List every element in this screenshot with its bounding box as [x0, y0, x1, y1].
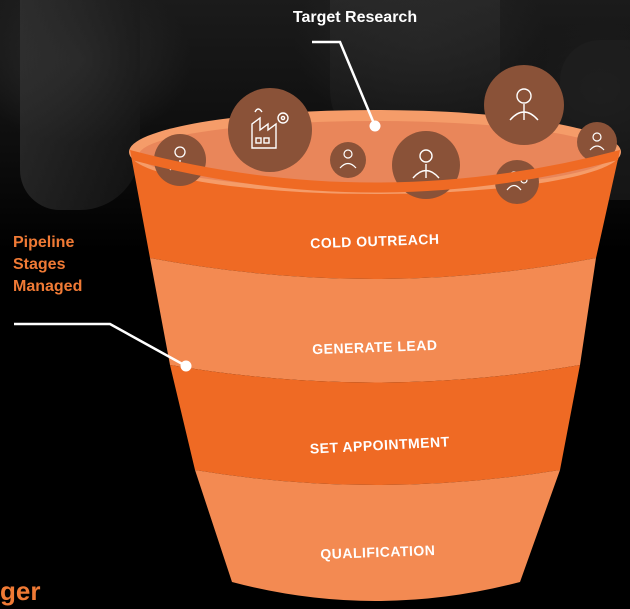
- pipeline-label-line: Pipeline: [13, 234, 75, 251]
- funnel-body: [130, 150, 620, 601]
- target-research-label: Target Research: [292, 9, 418, 26]
- stage-label-cold-outreach: COLD OUTREACH: [310, 231, 440, 252]
- person-icon: [339, 149, 357, 169]
- icon-bubble: [577, 122, 617, 162]
- funnel-front-lip: [130, 150, 620, 193]
- callout-dot: [180, 360, 192, 372]
- callout-dot: [369, 120, 381, 132]
- icon-bubble: [484, 65, 564, 145]
- target-research-callout: [312, 40, 381, 132]
- background-figure: [20, 0, 140, 210]
- pipeline-label-line: Managed: [13, 278, 83, 295]
- funnel-band-generate-lead: [150, 258, 596, 383]
- icon-bubble: [228, 88, 312, 172]
- factory-gear-icon: [251, 108, 289, 149]
- stage-label-qualification: QUALIFICATION: [320, 542, 436, 562]
- pipeline-callout: [14, 322, 192, 372]
- stage-label-generate-lead: GENERATE LEAD: [312, 337, 438, 357]
- funnel-band-set-appointment: [170, 365, 580, 485]
- pipeline-stages-label: Pipeline Stages Managed: [13, 232, 123, 298]
- stage-label-set-appointment: SET APPOINTMENT: [309, 433, 450, 456]
- person-icon: [589, 132, 605, 151]
- person-icon: [412, 149, 440, 179]
- funnel-band-qualification: [195, 470, 560, 601]
- pipeline-label-line: Stages: [13, 256, 66, 273]
- person-icon: [509, 88, 539, 121]
- icon-bubble: [330, 142, 366, 178]
- cropped-heading: ger: [0, 576, 41, 606]
